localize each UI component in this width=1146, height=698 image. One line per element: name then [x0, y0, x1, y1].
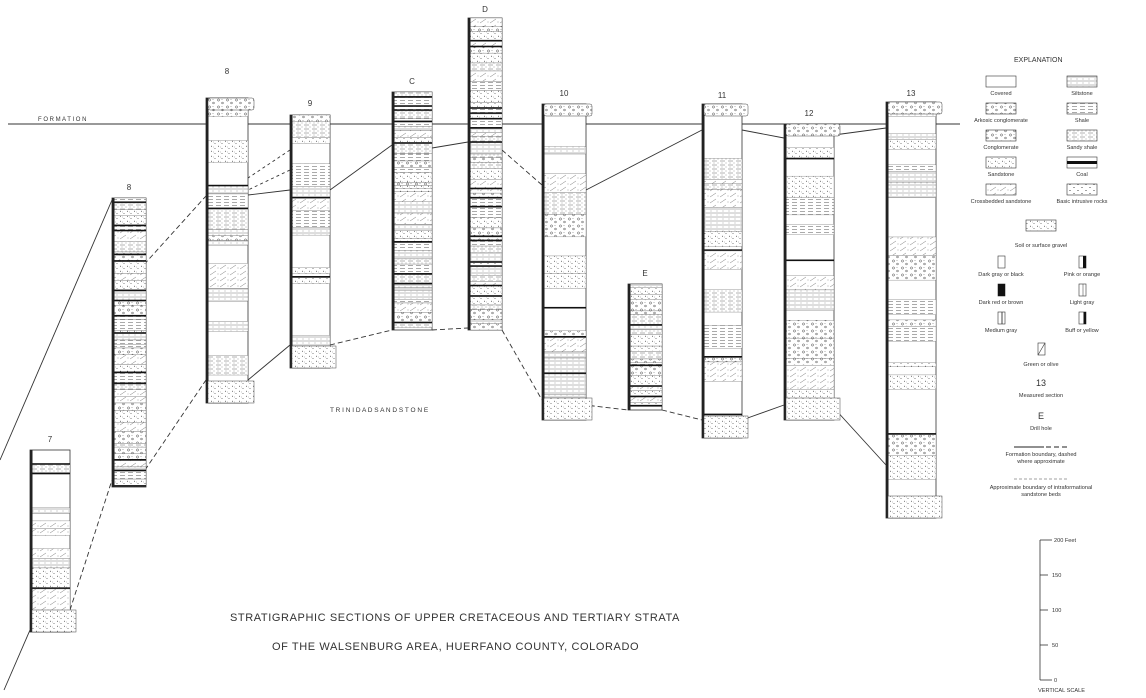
legend-label: Formation boundary, dashed — [1005, 452, 1076, 458]
section-columns: 7 8 8 9 C D 10E 11 12 13 — [29, 5, 943, 633]
figure-title-line-1: STRATIGRAPHIC SECTIONS OF UPPER CRETACEO… — [230, 612, 680, 624]
legend-color: Dark gray or black — [978, 255, 1024, 278]
legend-label: Basic intrusive rocks — [1057, 199, 1108, 205]
section-label: D — [482, 5, 488, 14]
section-column: 12 — [783, 109, 841, 421]
legend-swatch: Coal — [1066, 156, 1098, 178]
section-column: 8 — [111, 183, 147, 488]
legend-swatch: Siltstone — [1066, 75, 1098, 97]
section-label: 11 — [718, 91, 727, 100]
section-label: 10 — [560, 89, 569, 98]
formation-label: F O R M A T I O N — [38, 117, 86, 123]
section-column: E — [627, 269, 663, 411]
legend-label: Dark red or brown — [979, 300, 1024, 306]
legend-label: Dark gray or black — [978, 272, 1024, 278]
legend-color: Dark red or brown — [979, 283, 1024, 306]
section-label: 9 — [308, 99, 313, 108]
legend-label: Sandstone — [988, 172, 1015, 178]
section-label: E — [642, 269, 647, 278]
legend-swatch: Sandstone — [985, 156, 1017, 178]
legend-swatch: Shale — [1066, 102, 1098, 124]
section-column: 13 — [885, 89, 943, 519]
scale-tick-0: 0 — [1054, 678, 1057, 684]
legend-color: Light gray — [1070, 283, 1095, 306]
legend-label: Buff or yellow — [1065, 328, 1099, 334]
legend-label: Medium gray — [985, 328, 1018, 334]
scale-label: VERTICAL SCALE — [1038, 688, 1085, 694]
scale-tick-150: 150 — [1052, 573, 1061, 579]
legend-label: Soil or surface gravel — [1015, 243, 1068, 249]
legend-measured-symbol: 13 — [1036, 378, 1046, 388]
section-column: D — [467, 5, 503, 331]
legend-swatch: Sandy shale — [1067, 129, 1098, 151]
legend-label: where approximate — [1016, 459, 1065, 465]
legend-label: sandstone beds — [1021, 492, 1061, 498]
legend-label: Pink or orange — [1064, 272, 1100, 278]
scale-tick-100: 100 — [1052, 608, 1061, 614]
legend-label: Light gray — [1070, 300, 1095, 306]
section-column: 11 — [701, 91, 749, 439]
legend-label: Covered — [990, 91, 1011, 97]
legend-label: Coal — [1076, 172, 1088, 178]
legend-label: Drill hole — [1030, 426, 1052, 432]
legend-swatch: Arkosic conglomerate — [974, 102, 1028, 124]
section-column: 7 — [29, 435, 77, 633]
sandstone-label: T R I N I D A D S A N D S T O N E — [330, 407, 429, 414]
section-column: 9 — [289, 99, 337, 369]
legend-label: Approximate boundary of intraformational — [990, 485, 1093, 491]
section-label: 7 — [48, 435, 53, 444]
section-column: 8 — [205, 67, 255, 404]
legend-green: Green or olive — [1023, 342, 1059, 368]
scale-tick-200: 200 Feet — [1054, 538, 1077, 544]
section-label: 12 — [805, 109, 814, 118]
legend-swatch: Conglomerate — [983, 129, 1019, 151]
vertical-scale — [1039, 539, 1052, 681]
legend-color: Medium gray — [985, 311, 1018, 334]
legend-label: Sandy shale — [1067, 145, 1098, 151]
section-label: 8 — [225, 67, 230, 76]
legend-swatch: Crossbedded sandstone — [971, 183, 1032, 205]
section-label: C — [409, 77, 415, 86]
legend-swatch: Covered — [985, 75, 1017, 97]
legend-label: Measured section — [1019, 393, 1063, 399]
section-column: 10 — [541, 89, 593, 421]
legend-label: Crossbedded sandstone — [971, 199, 1032, 205]
legend-label: Green or olive — [1023, 362, 1058, 368]
section-label: 8 — [127, 183, 132, 192]
legend-label: Shale — [1075, 118, 1089, 124]
figure-title-line-2: OF THE WALSENBURG AREA, HUERFANO COUNTY,… — [272, 641, 639, 653]
legend-label: Siltstone — [1071, 91, 1092, 97]
legend-color: Pink or orange — [1064, 255, 1100, 278]
explanation-title: EXPLANATION — [1014, 57, 1063, 64]
section-label: 13 — [907, 89, 916, 98]
legend-drill-symbol: E — [1038, 411, 1044, 421]
section-column: C — [391, 77, 433, 331]
legend-label: Arkosic conglomerate — [974, 118, 1028, 124]
scale-tick-50: 50 — [1052, 643, 1058, 649]
legend-soil: Soil or surface gravel — [1015, 219, 1068, 249]
legend-color: Buff or yellow — [1065, 311, 1100, 334]
legend-label: Conglomerate — [983, 145, 1018, 151]
legend-swatch: Basic intrusive rocks — [1057, 183, 1108, 205]
